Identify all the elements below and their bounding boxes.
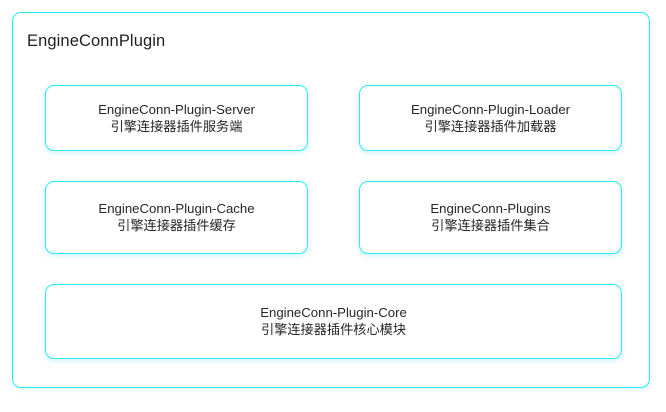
module-name-en: EngineConn-Plugin-Core xyxy=(260,305,407,320)
module-box-engineconn-plugin-server[interactable]: EngineConn-Plugin-Server 引擎连接器插件服务端 xyxy=(45,85,308,151)
module-name-en: EngineConn-Plugin-Loader xyxy=(410,101,571,117)
module-name-zh: 引擎连接器插件加载器 xyxy=(424,118,557,134)
module-name-zh: 引擎连接器插件集合 xyxy=(431,218,550,233)
module-name-en: EngineConn-Plugins xyxy=(430,201,551,216)
module-name-zh: 引擎连接器插件核心模块 xyxy=(260,322,407,337)
module-name-en: EngineConn-Plugin-Cache xyxy=(98,201,255,216)
module-box-engineconn-plugins[interactable]: EngineConn-Plugins 引擎连接器插件集合 xyxy=(359,181,622,254)
page-title: EngineConnPlugin xyxy=(27,32,166,50)
module-name-en: EngineConn-Plugin-Server xyxy=(98,101,255,117)
module-name-zh: 引擎连接器插件服务端 xyxy=(110,118,243,134)
module-box-engineconn-plugin-loader[interactable]: EngineConn-Plugin-Loader 引擎连接器插件加载器 xyxy=(359,85,622,151)
engineconn-plugin-container: EngineConnPlugin EngineConn-Plugin-Serve… xyxy=(12,12,650,388)
module-box-engineconn-plugin-core[interactable]: EngineConn-Plugin-Core 引擎连接器插件核心模块 xyxy=(45,284,622,359)
module-box-engineconn-plugin-cache[interactable]: EngineConn-Plugin-Cache 引擎连接器插件缓存 xyxy=(45,181,308,254)
module-name-zh: 引擎连接器插件缓存 xyxy=(117,218,236,233)
